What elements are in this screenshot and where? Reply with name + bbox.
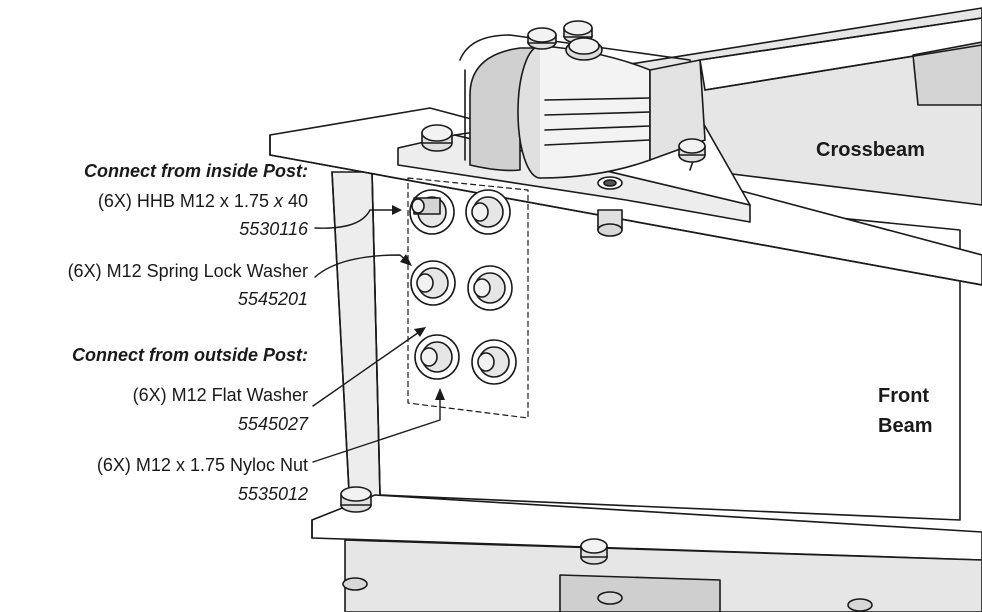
leader-flat-washer: [312, 329, 423, 407]
top-plate-bolts: [421, 124, 706, 237]
fastener-group: [407, 177, 529, 419]
bolt-desc-italic-x: x: [273, 191, 283, 211]
flat-washer-description: (6X) M12 Flat Washer: [132, 385, 308, 405]
front-beam-label-line2: Beam: [878, 415, 933, 437]
fastener-r2c2: [467, 265, 513, 311]
crossbeam: [529, 7, 982, 206]
inside-post-heading: Connect from inside Post:: [83, 161, 308, 181]
nut-part-number: 5535012: [237, 484, 308, 504]
fastener-r1c2: [465, 189, 511, 235]
fastener-r1c1: [409, 189, 455, 235]
leader-lock-washer: [314, 254, 409, 278]
leader-nut: [312, 394, 441, 463]
fastener-r2c1: [410, 260, 456, 306]
bottom-plate: [311, 486, 982, 612]
crossbeam-label: Crossbeam: [816, 139, 925, 161]
pulley: [459, 34, 706, 179]
fastener-r3c2: [471, 339, 517, 385]
leader-lines: [312, 205, 445, 463]
lock-washer-part-number: 5545201: [237, 289, 308, 309]
bolt-desc-prefix: (6X) HHB M12 x 1.75: [97, 191, 274, 211]
flat-washer-part-number: 5545027: [237, 414, 308, 434]
bracket-top-bolts: [527, 20, 603, 61]
bolt-description: (6X) HHB M12 x 1.75 x 40: [98, 190, 308, 212]
leader-bolt: [314, 209, 401, 229]
outside-post-heading: Connect from outside Post:: [71, 345, 308, 365]
lock-washer-description: (6X) M12 Spring Lock Washer: [67, 261, 308, 281]
fastener-r3c1: [414, 334, 460, 380]
bolt-part-number: 5530116: [239, 219, 308, 239]
nut-description: (6X) M12 x 1.75 Nyloc Nut: [96, 455, 308, 475]
front-beam-label-line1: Front: [878, 385, 930, 407]
bolt-desc-suffix: 40: [282, 191, 308, 211]
